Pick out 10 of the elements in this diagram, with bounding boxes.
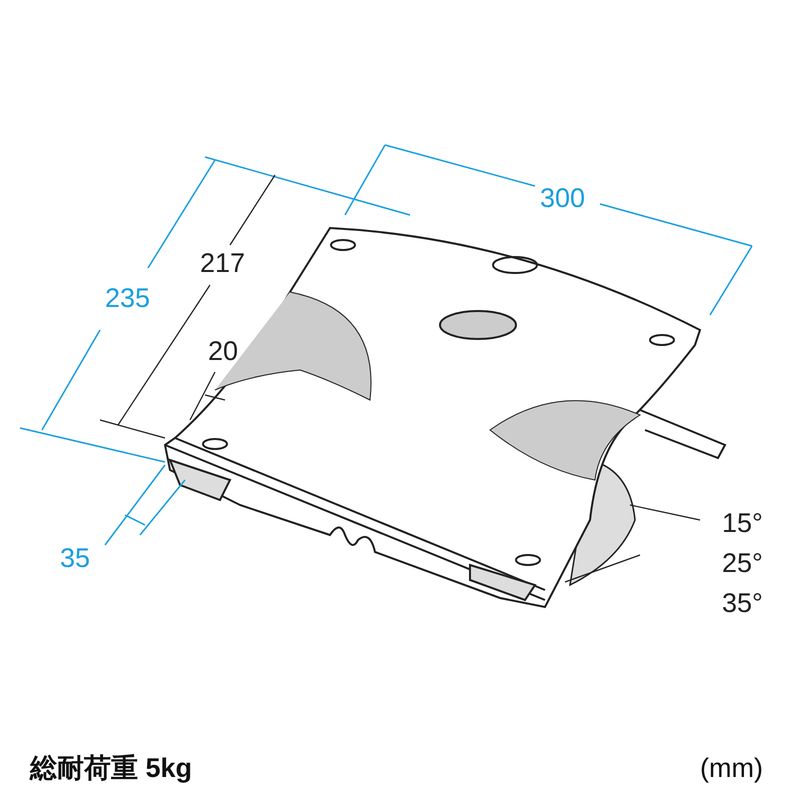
dimension-label: 235 <box>105 285 150 312</box>
angle-label: 15° <box>722 510 763 537</box>
angle-label: 35° <box>722 590 763 617</box>
angle-label: 25° <box>722 550 763 577</box>
dimension-label: 35 <box>60 545 90 572</box>
load-capacity-note: 総耐荷重 5kg <box>30 755 192 782</box>
dimension-label: 20 <box>208 338 238 365</box>
dimension-label: 300 <box>540 185 586 212</box>
unit-note: (mm) <box>700 755 763 782</box>
dimension-label: 217 <box>200 250 246 277</box>
